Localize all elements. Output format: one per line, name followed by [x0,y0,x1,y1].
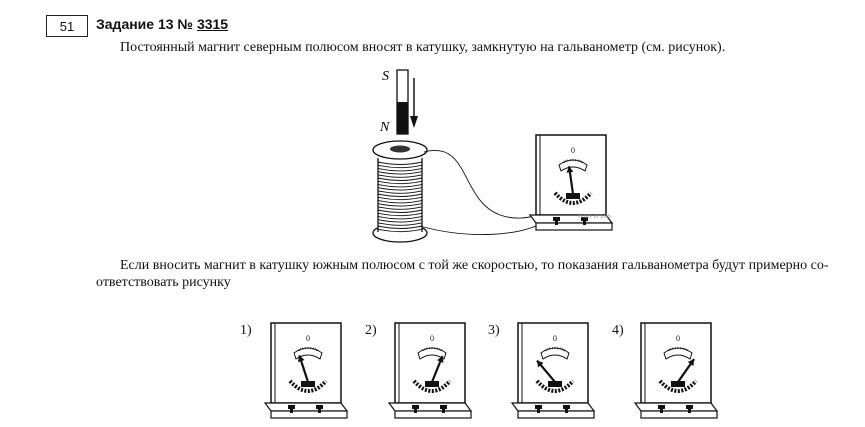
task-statement: Постоянный магнит северным полюсом внося… [120,40,726,55]
option-3-label[interactable]: 3) [488,323,500,338]
task-question: Если вносить магнит в катушку южным полю… [96,258,829,290]
task-number-box: 51 [46,15,88,37]
svg-text:0: 0 [430,334,434,343]
task-header: Задание 13 № 3315 [96,16,228,32]
pole-s-label: S [382,69,389,84]
option-1-label[interactable]: 1) [240,323,252,338]
svg-text:0: 0 [306,334,310,343]
wire-top [423,150,549,219]
option-4-label[interactable]: 4) [612,323,624,338]
option-4-galvanometer: 0 [633,322,719,419]
option-2-galvanometer: 0 [387,322,473,419]
task-title-prefix: Задание 13 № [96,16,194,32]
down-arrow-icon [410,116,418,128]
svg-text:0: 0 [571,146,575,155]
task-id-link[interactable]: 3315 [196,16,229,32]
option-1-galvanometer: 0 [263,322,349,419]
svg-text:0: 0 [676,334,680,343]
galvanometer-main: 0 [528,134,614,231]
watermark: РЕШУ ЕГЭ.РФ [578,215,611,220]
option-3-galvanometer: 0 [510,322,596,419]
option-2-label[interactable]: 2) [365,323,377,338]
coil [372,140,428,243]
task-number: 51 [59,19,75,34]
magnet: S N [379,69,418,135]
svg-text:0: 0 [553,334,557,343]
pole-n-label: N [379,120,390,135]
